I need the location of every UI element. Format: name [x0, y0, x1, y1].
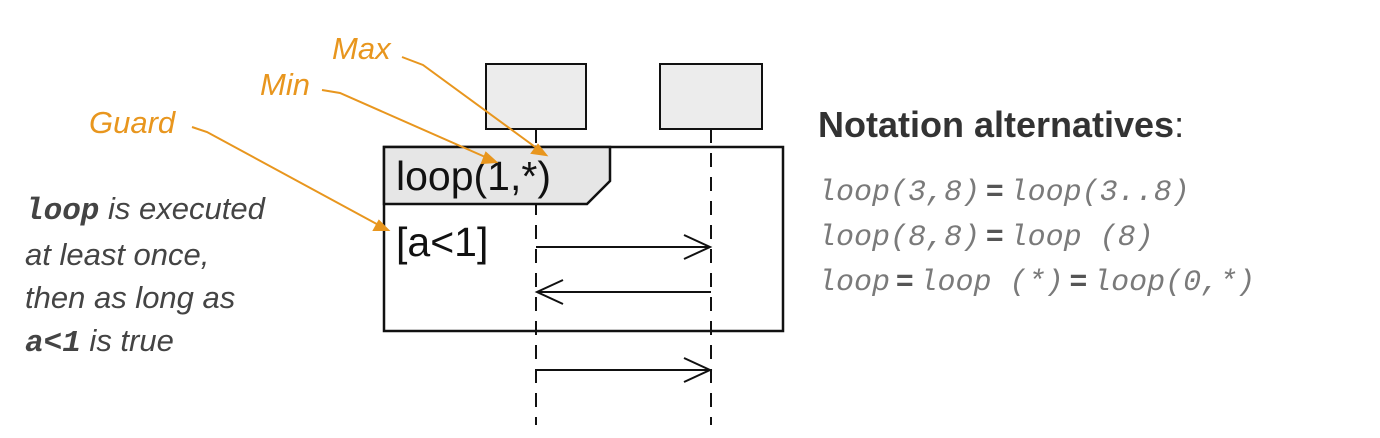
guard-annotation: Guard — [89, 105, 177, 140]
min-annotation: Min — [260, 67, 310, 102]
notation-code: loop — [818, 266, 891, 300]
guard-condition: [a<1] — [396, 219, 488, 265]
min-leader — [321, 89, 499, 165]
loop-operator-tag — [382, 145, 612, 206]
message-2 — [534, 279, 711, 305]
message-1 — [536, 234, 713, 260]
loop-operator-label: loop(1,*) — [396, 153, 551, 199]
notation-code: loop (8) — [1009, 221, 1154, 255]
guard-leader — [191, 126, 391, 231]
notation-equals: = — [896, 264, 914, 297]
description-code-loop: loop — [25, 194, 100, 229]
notation-line-2: loop(8,8)=loop (8) — [818, 219, 1255, 264]
description-line-1: loop is executed — [25, 187, 345, 233]
notation-code: loop (*) — [919, 266, 1064, 300]
max-annotation: Max — [332, 31, 392, 66]
description-line-2: at least once, — [25, 237, 210, 272]
max-leader — [401, 56, 549, 157]
notation-equals: = — [1069, 264, 1088, 297]
description-line-3: then as long as — [25, 280, 236, 315]
description-code-guard: a<1 — [25, 326, 81, 361]
notation-title-text: Notation alternatives — [818, 104, 1175, 145]
lifeline-head-right — [659, 63, 763, 130]
notation-equals: = — [986, 219, 1004, 252]
notation-code: loop(0,*) — [1093, 266, 1256, 300]
description-text-4: is true — [80, 323, 174, 358]
lifeline-head-left — [485, 63, 587, 130]
notation-code: loop(3..8) — [1009, 176, 1190, 210]
notation-equals: = — [986, 174, 1004, 207]
description-line-4: a<1 is true — [25, 319, 345, 365]
notation-line-1: loop(3,8)=loop(3..8) — [818, 174, 1255, 219]
notation-code: loop(3,8) — [818, 176, 981, 210]
loop-description: loop is executed at least once, then as … — [25, 187, 345, 365]
message-3 — [536, 357, 713, 383]
notation-title-colon: : — [1174, 104, 1185, 145]
notation-code: loop(8,8) — [818, 221, 981, 255]
notation-line-3: loop=loop (*)=loop(0,*) — [818, 264, 1255, 309]
notation-list: loop(3,8)=loop(3..8) loop(8,8)=loop (8) … — [818, 174, 1255, 309]
notation-title: Notation alternatives: — [818, 104, 1184, 146]
description-text-1: is executed — [99, 191, 265, 226]
